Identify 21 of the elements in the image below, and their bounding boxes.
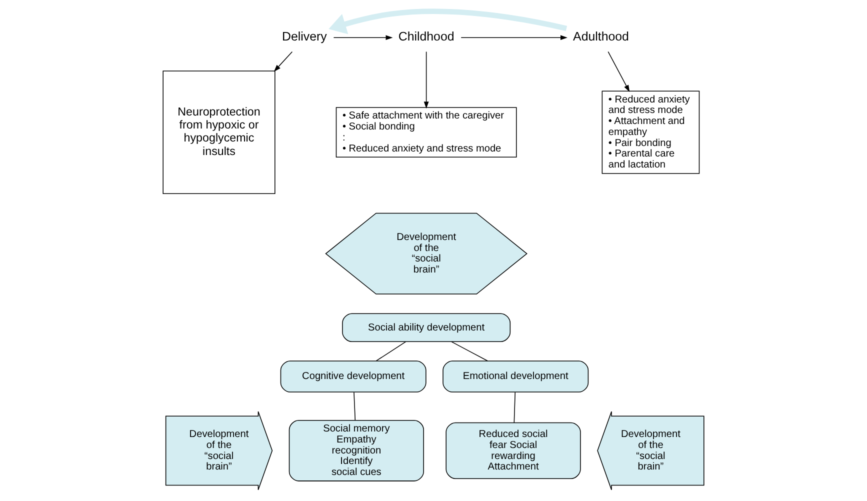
node-box: Emotional development — [442, 360, 589, 392]
node-text: Delivery — [282, 30, 327, 44]
node-box: Cognitive development — [280, 360, 426, 392]
arrow — [274, 51, 293, 72]
arrow — [608, 51, 630, 92]
node-box: Reduced social fear Social rewarding Attachment — [446, 422, 581, 479]
node-box: Social memory Empathy recognition Identify social cues — [288, 420, 424, 482]
node-box: Neuroprotection from hypoxic or hypoglycemic insults — [162, 70, 276, 194]
node-text: Childhood — [398, 30, 454, 44]
node-box: Social ability development — [342, 313, 511, 342]
node-box: • Reduced anxiety and stress mode • Attachment and empathy • Pair bonding • Parental care and lactation — [602, 90, 700, 174]
arrow — [460, 35, 568, 40]
connector — [354, 392, 356, 421]
connector — [514, 392, 516, 423]
connector — [376, 341, 406, 362]
arrow — [333, 35, 393, 40]
connector — [451, 341, 488, 362]
node-box: • Safe attachment with the caregiver • Social bonding : • Reduced anxiety and stress mode — [336, 107, 517, 158]
arrow — [328, 8, 568, 34]
arrow — [424, 51, 429, 109]
node-text: Adulthood — [573, 30, 629, 44]
